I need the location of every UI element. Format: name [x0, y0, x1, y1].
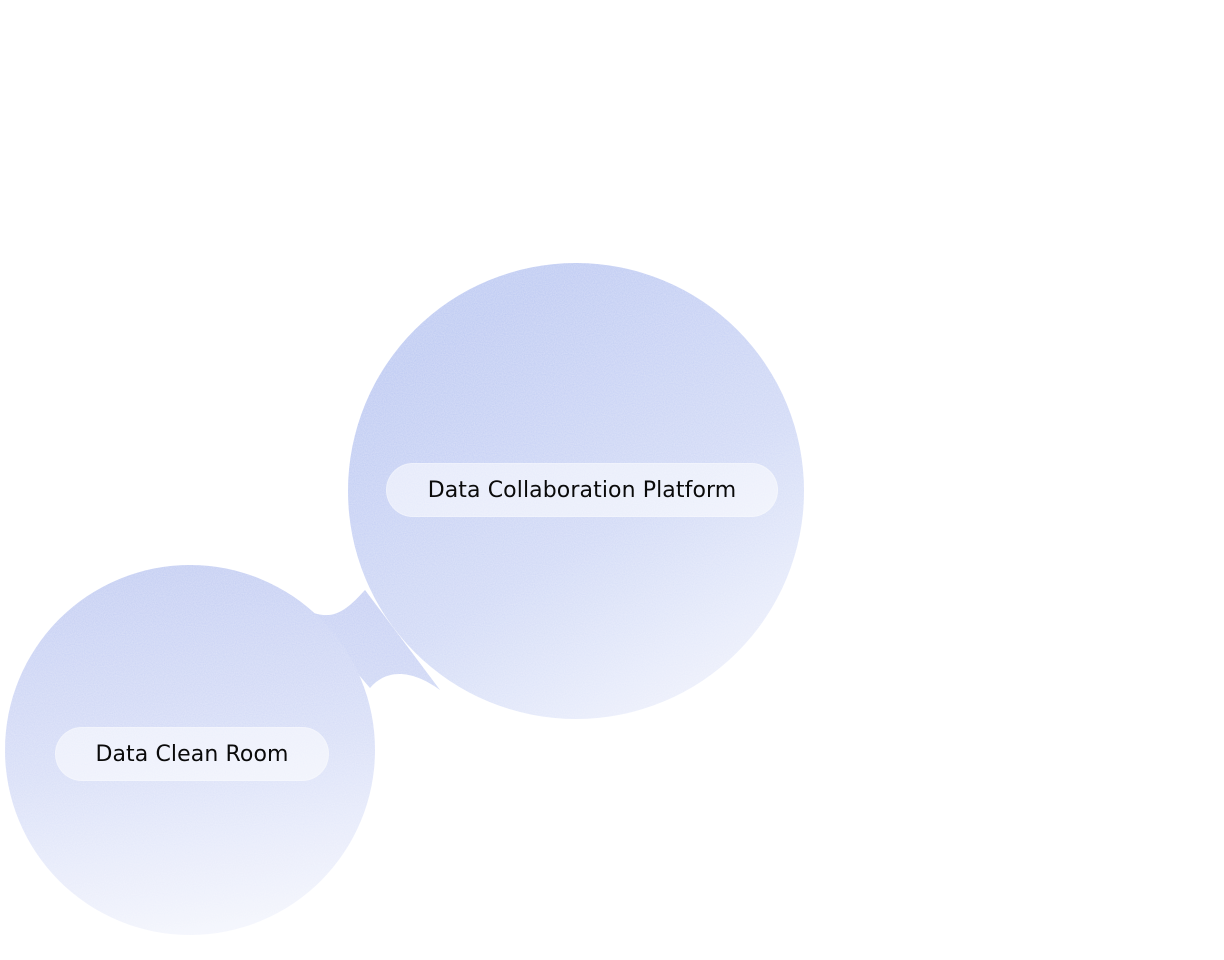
clean-room-label-pill: Data Clean Room: [55, 727, 329, 781]
connector-bridge: [300, 590, 440, 690]
platform-label: Data Collaboration Platform: [427, 477, 737, 503]
clean-room-label: Data Clean Room: [95, 741, 289, 767]
platform-label-pill: Data Collaboration Platform: [386, 463, 778, 517]
